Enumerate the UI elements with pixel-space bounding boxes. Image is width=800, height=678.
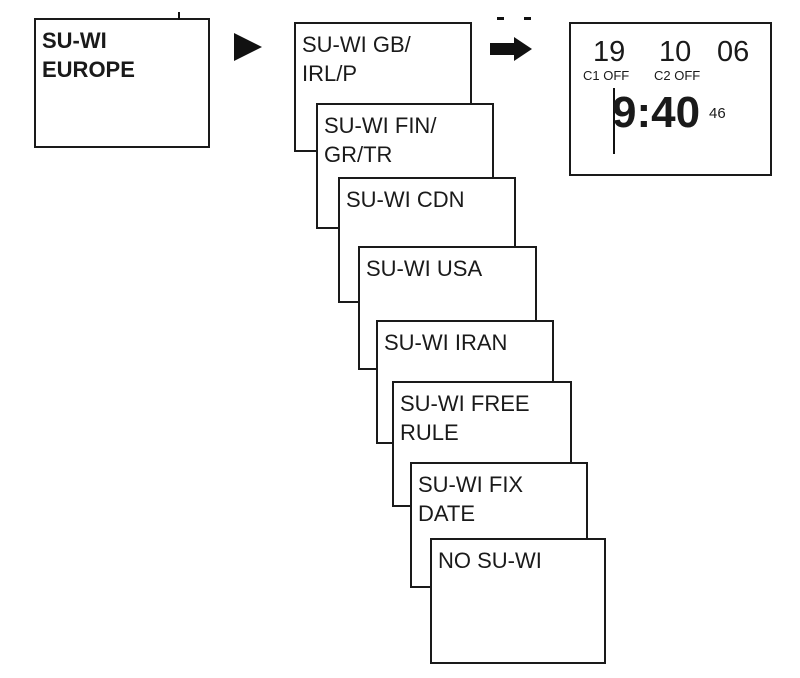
cursor-line (613, 88, 615, 154)
date-month: 10 (659, 36, 692, 68)
date-year: 06 (717, 36, 750, 68)
lcd-display: 19 10 06 C1 OFF C2 OFF 9:40 46 (569, 22, 772, 176)
tick-mark (497, 17, 504, 20)
tick-mark (178, 12, 180, 20)
time-display: 9:40 (612, 88, 701, 137)
channel1-status: C1 OFF (583, 68, 630, 83)
channel2-status: C2 OFF (654, 68, 701, 83)
seconds-display: 46 (709, 105, 726, 122)
tick-mark (524, 17, 531, 20)
date-day: 19 (593, 36, 626, 68)
start-box-su-wi-europe: SU-WI EUROPE (34, 18, 210, 148)
block-arrow-icon (490, 37, 532, 61)
next-arrow-icon (234, 33, 262, 61)
option-no-su-wi: NO SU-WI (430, 538, 606, 664)
